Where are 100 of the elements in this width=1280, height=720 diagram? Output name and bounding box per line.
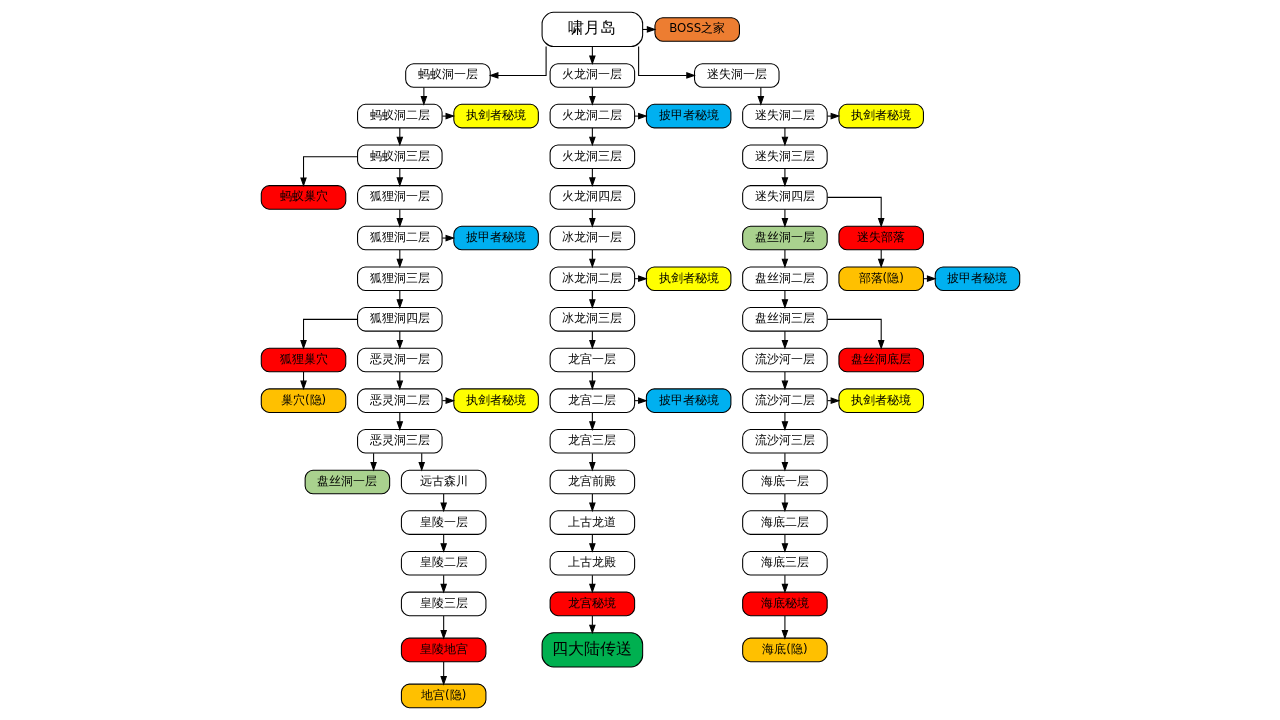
arrow xyxy=(781,615,788,640)
node-box: 远古森川 xyxy=(400,469,486,495)
node-box: 狐狸巢穴 xyxy=(260,347,346,373)
arrow xyxy=(781,493,788,513)
arrow xyxy=(420,86,427,106)
node-box: 地宫(隐) xyxy=(400,683,486,709)
node-box: 火龙洞四层 xyxy=(549,185,635,210)
node-box: 披甲者秘境 xyxy=(645,103,731,129)
arrow xyxy=(826,318,885,350)
node-box: 执剑者秘境 xyxy=(645,266,731,291)
node-box: 上古龙殿 xyxy=(549,550,635,576)
node-box: 皇陵一层 xyxy=(400,510,486,535)
arrow xyxy=(637,46,696,79)
node-box: 披甲者秘境 xyxy=(645,388,731,413)
arrow xyxy=(781,452,788,472)
arrow xyxy=(781,168,788,187)
node-box: 执剑者秘境 xyxy=(452,388,539,413)
arrow xyxy=(417,452,425,472)
node-box: 披甲者秘境 xyxy=(934,266,1020,291)
node-box: BOSS之家 xyxy=(653,17,740,42)
node-box: 龙宫二层 xyxy=(549,388,635,413)
arrow xyxy=(588,127,596,147)
arrow xyxy=(441,112,455,120)
arrow xyxy=(588,574,596,594)
arrow xyxy=(588,452,596,472)
arrow xyxy=(588,330,596,350)
node-box: 流沙河三层 xyxy=(741,429,828,454)
arrow xyxy=(781,534,788,553)
arrow xyxy=(588,86,596,106)
node-box: 狐狸洞三层 xyxy=(356,266,443,291)
node-box: 海底秘境 xyxy=(741,591,828,617)
arrow xyxy=(756,86,764,106)
node-box: 海底一层 xyxy=(741,469,828,495)
node-box: 龙宫前殿 xyxy=(549,469,635,495)
node-box: 龙宫秘境 xyxy=(549,591,635,617)
node-box: 恶灵洞三层 xyxy=(356,429,443,454)
node-box: 流沙河二层 xyxy=(741,388,828,413)
arrow xyxy=(781,290,788,309)
arrow xyxy=(488,46,547,79)
node-box: 啸月岛 xyxy=(541,11,643,48)
node-box: 冰龙洞一层 xyxy=(549,225,635,251)
node-box: 狐狸洞二层 xyxy=(356,225,443,251)
node-box: 龙宫一层 xyxy=(549,347,635,373)
node-box: 上古龙道 xyxy=(549,510,635,535)
node-box: 执剑者秘境 xyxy=(837,103,924,129)
node-box: 迷失洞三层 xyxy=(741,144,828,170)
node-box: 巢穴(隐) xyxy=(260,388,346,413)
arrow xyxy=(877,249,885,269)
arrow xyxy=(395,330,403,350)
arrow xyxy=(395,208,403,228)
node-box: 皇陵二层 xyxy=(400,550,486,576)
node-box: 龙宫三层 xyxy=(549,429,635,454)
node-box: 盘丝洞一层 xyxy=(741,225,828,251)
arrow xyxy=(588,615,596,635)
arrow xyxy=(781,371,788,391)
arrow xyxy=(633,112,648,120)
node-box: 恶灵洞一层 xyxy=(356,347,443,373)
arrow xyxy=(781,412,788,431)
node-box: 披甲者秘境 xyxy=(452,225,539,251)
arrow xyxy=(441,234,455,242)
arrow xyxy=(826,196,885,228)
node-box: 火龙洞二层 xyxy=(549,103,635,129)
node-box: 蚂蚁洞三层 xyxy=(356,144,443,170)
node-box: 冰龙洞三层 xyxy=(549,307,635,332)
node-box: 盘丝洞二层 xyxy=(741,266,828,291)
node-box: 蚂蚁洞二层 xyxy=(356,103,443,129)
arrow xyxy=(826,397,840,405)
node-box: 恶灵洞二层 xyxy=(356,388,443,413)
node-box: 蚂蚁洞一层 xyxy=(404,63,491,88)
arrow xyxy=(588,249,596,269)
node-box: 迷失洞一层 xyxy=(693,63,780,88)
node-box: 蚂蚁巢穴 xyxy=(260,185,346,210)
arrow xyxy=(299,156,358,188)
node-box: 执剑者秘境 xyxy=(452,103,539,129)
node-box: 海底三层 xyxy=(741,550,828,576)
arrow xyxy=(395,127,403,147)
node-box: 火龙洞一层 xyxy=(549,63,635,88)
node-box: 冰龙洞二层 xyxy=(549,266,635,291)
arrow xyxy=(826,112,840,120)
node-box: 皇陵三层 xyxy=(400,591,486,617)
arrow xyxy=(299,318,358,350)
node-box: 火龙洞三层 xyxy=(549,144,635,170)
arrow xyxy=(439,574,447,594)
node-box: 四大陆传送 xyxy=(541,632,643,668)
arrow xyxy=(781,249,788,269)
node-box: 迷失洞二层 xyxy=(741,103,828,129)
node-box: 盘丝洞一层 xyxy=(304,469,390,495)
node-box: 迷失洞四层 xyxy=(741,185,828,210)
arrow xyxy=(369,452,377,472)
node-box: 海底二层 xyxy=(741,510,828,535)
node-box: 流沙河一层 xyxy=(741,347,828,373)
arrow xyxy=(781,330,788,350)
node-box: 狐狸洞四层 xyxy=(356,307,443,332)
node-box: 盘丝洞三层 xyxy=(741,307,828,332)
node-box: 皇陵地宫 xyxy=(400,637,486,663)
arrow xyxy=(395,249,403,269)
arrow xyxy=(781,574,788,594)
arrow xyxy=(781,208,788,228)
node-box: 迷失部落 xyxy=(837,225,924,251)
node-box: 盘丝洞底层 xyxy=(837,347,924,373)
